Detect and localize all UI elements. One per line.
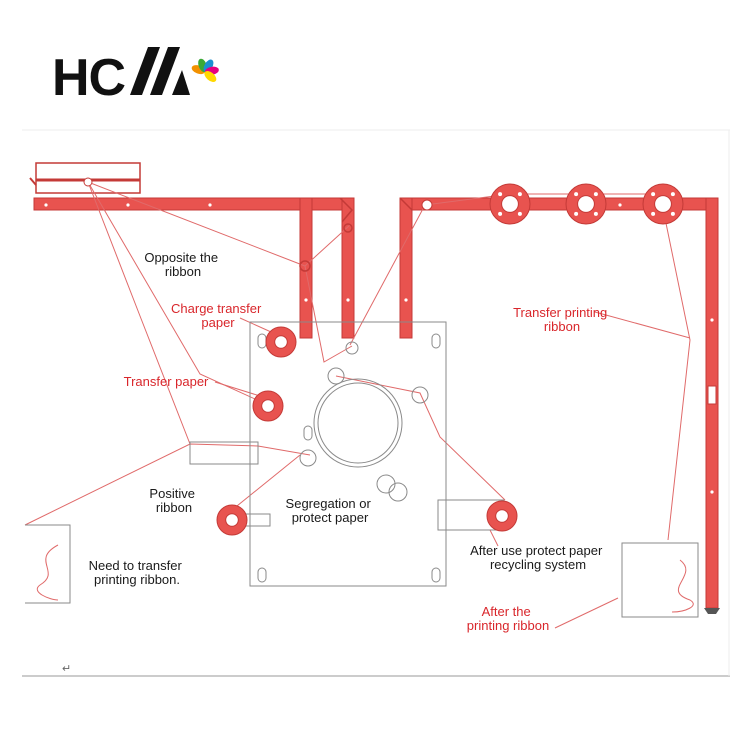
label-positive-ribbon: Positive ribbon — [149, 486, 198, 515]
right-drop-bar — [399, 197, 413, 339]
logo-petal — [204, 71, 217, 82]
leader-after-use — [489, 529, 499, 547]
left-top-box — [35, 162, 141, 194]
guide-roller-3 — [345, 341, 359, 355]
guide-roller-1 — [327, 367, 345, 385]
rivet — [304, 298, 308, 302]
label-after-printing: After the printing ribbon — [467, 604, 549, 633]
top-pulley-3-hole — [651, 192, 656, 197]
path-transfer-printing — [424, 193, 691, 541]
top-pulley-2-hole — [574, 211, 579, 216]
machine-body — [25, 321, 699, 618]
top-pulley-2-hole — [593, 211, 598, 216]
right-frame-corner — [399, 197, 413, 211]
rivet — [44, 203, 48, 207]
left-frame-corner — [339, 197, 354, 223]
top-pulley-1-hole — [517, 211, 522, 216]
top-pulley-2-hub — [577, 195, 595, 213]
slot-top-left — [257, 333, 267, 349]
slot-top-right — [431, 333, 441, 349]
label-charge-transfer: Charge transfer paper — [171, 301, 265, 330]
leader-transfer-paper — [214, 381, 261, 397]
top-pulley-1-hole — [498, 211, 503, 216]
left-top-frame — [29, 162, 720, 614]
top-pulley-1-hole — [517, 192, 522, 197]
recycling-roll-hub — [495, 509, 509, 523]
red-rolls — [83, 177, 684, 536]
path-positive — [231, 454, 301, 511]
rivet — [710, 318, 714, 322]
label-need-transfer: Need to transfer printing ribbon. — [89, 558, 186, 587]
idler-c — [421, 199, 433, 211]
top-pulley-1-hole — [498, 192, 503, 197]
charge-transfer-roll-hub — [274, 335, 288, 349]
path-charge-transfer — [304, 265, 353, 363]
left-drop-bar-b — [341, 197, 355, 339]
after-print-box — [621, 542, 699, 618]
positive-ribbon-bracket — [189, 441, 259, 465]
rivet — [346, 298, 350, 302]
idler-a — [343, 223, 353, 233]
label-transfer-paper: Transfer paper — [124, 374, 209, 389]
top-pulley-3-hub — [654, 195, 672, 213]
path-after-print — [554, 597, 619, 629]
press-roller-a — [376, 474, 396, 494]
logo-m-mark — [130, 47, 190, 95]
main-drum — [313, 378, 403, 468]
guide-roller-2 — [411, 386, 429, 404]
logo-petals-icon — [191, 58, 219, 82]
transfer-paper-roll-hub — [261, 399, 275, 413]
left-top-handle — [29, 177, 37, 186]
press-roller-b — [388, 482, 408, 502]
top-pulley-1-hub — [501, 195, 519, 213]
label-segregation: Segregation or protect paper — [286, 496, 375, 525]
path-to-transfer-roll — [87, 181, 267, 405]
path-feed — [24, 443, 311, 526]
column-foot — [704, 608, 720, 614]
idler-d — [83, 177, 93, 187]
top-pulley-3-hole — [670, 192, 675, 197]
label-opposite-ribbon: Opposite the ribbon — [144, 250, 221, 279]
top-pulley-2-hole — [574, 192, 579, 197]
path-to-drum — [335, 375, 506, 501]
top-pulley-3-hole — [651, 211, 656, 216]
ribbon-fold-left — [36, 544, 59, 601]
column-window — [707, 385, 717, 405]
leader-transfer-printing — [594, 311, 691, 339]
label-after-use: After use protect paper recycling system — [470, 543, 606, 572]
labels: Opposite the ribbon Charge transfer pape… — [62, 250, 611, 675]
top-pulley-2-hole — [593, 192, 598, 197]
slot-mid — [303, 425, 313, 441]
rivet — [126, 203, 130, 207]
drum-outline — [317, 382, 399, 464]
main-plate — [249, 321, 447, 587]
guide-roller-4 — [299, 449, 317, 467]
slot-bottom-left — [257, 567, 267, 583]
top-pulley-3-hole — [670, 211, 675, 216]
path-opposite-ribbon-left — [87, 181, 191, 445]
unwind-roll-hub — [225, 513, 239, 527]
footnote-mark: ↵ — [62, 663, 71, 675]
hcm-logo: HC — [52, 47, 219, 107]
rivet — [618, 203, 622, 207]
ribbon-fold-right — [671, 559, 694, 613]
slot-bottom-right — [431, 567, 441, 583]
rivet — [710, 490, 714, 494]
label-transfer-printing-ribbon: Transfer printing ribbon — [513, 305, 611, 334]
path-top-right — [349, 204, 426, 346]
rivet — [208, 203, 212, 207]
logo-text: HC — [52, 49, 126, 107]
need-transfer-box — [25, 524, 71, 604]
idler-b — [299, 260, 311, 272]
rivet — [404, 298, 408, 302]
